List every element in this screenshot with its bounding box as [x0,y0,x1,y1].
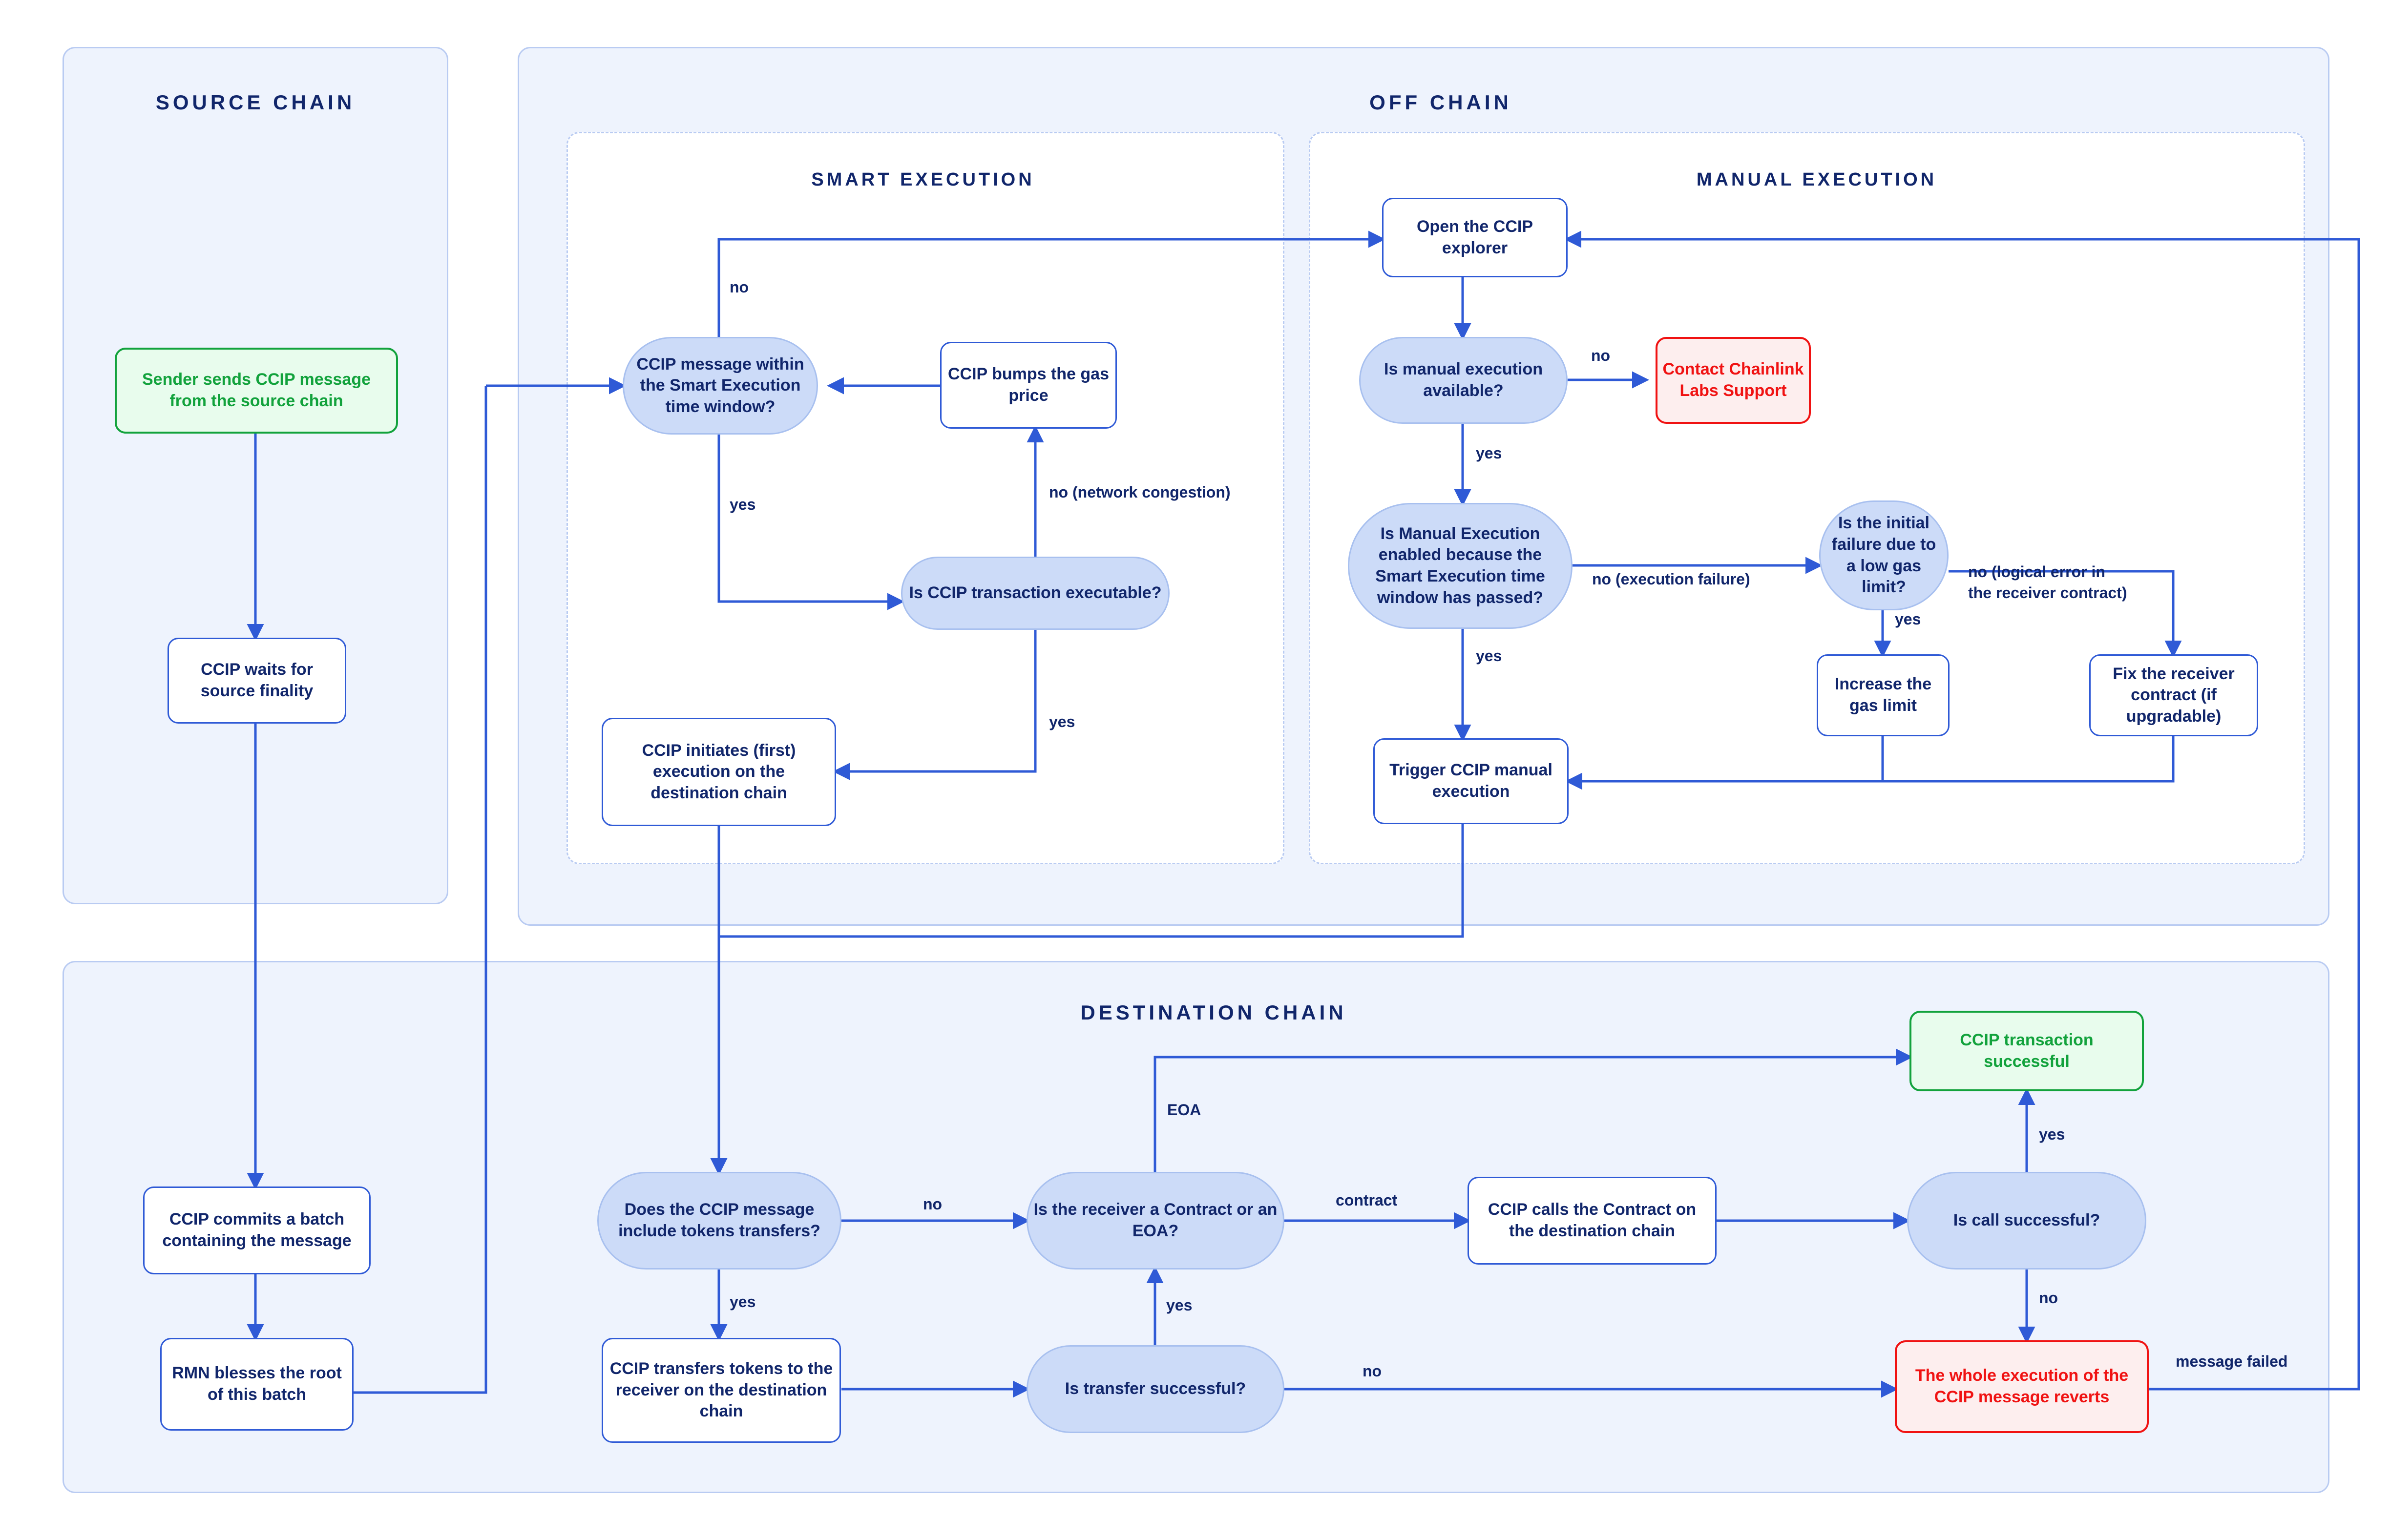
edge-label-executable-yes: yes [1049,713,1075,730]
edge-label-window-no: no [730,278,749,296]
edge-label-tokens-no: no [923,1195,943,1213]
node-is-manual-execution-enabled[interactable]: Is Manual Execution enabled because the … [1348,503,1573,629]
node-is-ccip-transaction-executable[interactable]: Is CCIP transaction executable? [901,557,1170,630]
edge-label-receiver-eoa: EOA [1167,1101,1201,1119]
node-is-call-successful[interactable]: Is call successful? [1907,1172,2146,1269]
edge-label-manual-available-yes: yes [1476,444,1502,462]
node-is-transfer-successful[interactable]: Is transfer successful? [1027,1345,1284,1433]
edge-label-transfer-yes: yes [1166,1296,1193,1314]
edge-label-manual-enabled-yes: yes [1476,647,1502,665]
edge-label-manual-enabled-no: no (execution failure) [1592,570,1750,588]
node-ccip-initiates-execution[interactable]: CCIP initiates (first) execution on the … [602,718,836,826]
edge-label-failure-yes: yes [1895,610,1921,628]
node-does-message-include-token-transfers[interactable]: Does the CCIP message include tokens tra… [597,1172,841,1269]
edge-label-message-failed: message failed [2176,1353,2288,1370]
edge-label-call-yes: yes [2039,1125,2065,1143]
lane-source-chain-title: SOURCE CHAIN [155,91,356,114]
node-fix-receiver-contract[interactable]: Fix the receiver contract (if upgradable… [2089,654,2258,736]
node-ccip-calls-contract[interactable]: CCIP calls the Contract on the destinati… [1468,1177,1717,1265]
edge-label-tokens-yes: yes [730,1293,756,1311]
node-rmn-blesses-root[interactable]: RMN blesses the root of this batch [160,1338,354,1431]
node-ccip-message-reverts[interactable]: The whole execution of the CCIP message … [1895,1340,2149,1433]
edge-label-executable-no: no (network congestion) [1049,483,1231,501]
node-ccip-transfers-tokens[interactable]: CCIP transfers tokens to the receiver on… [602,1338,841,1443]
edge-label-call-no: no [2039,1289,2058,1307]
edge-label-receiver-contract: contract [1336,1191,1398,1209]
node-is-initial-failure-low-gas-limit[interactable]: Is the initial failure due to a low gas … [1819,500,1949,610]
lane-destination-chain-title: DESTINATION CHAIN [1080,1001,1347,1024]
lane-off-chain-title: OFF CHAIN [1369,91,1512,114]
edge-label-manual-available-no: no [1591,347,1611,364]
node-contact-chainlink-labs-support[interactable]: Contact Chainlink Labs Support [1656,337,1811,424]
node-is-receiver-contract-or-eoa[interactable]: Is the receiver a Contract or an EOA? [1027,1172,1284,1269]
node-ccip-bumps-gas-price[interactable]: CCIP bumps the gas price [940,342,1117,429]
node-trigger-ccip-manual-execution[interactable]: Trigger CCIP manual execution [1373,738,1569,824]
node-is-manual-execution-available[interactable]: Is manual execution available? [1359,337,1568,424]
node-sender-sends-message[interactable]: Sender sends CCIP message from the sourc… [115,348,398,434]
node-open-ccip-explorer[interactable]: Open the CCIP explorer [1382,198,1568,277]
edge-label-failure-no: no (logical error in the receiver contra… [1968,563,2127,602]
sublane-smart-execution-title: SMART EXECUTION [811,169,1035,190]
sublane-manual-execution-title: MANUAL EXECUTION [1696,169,1937,190]
edge-label-window-yes: yes [730,496,756,513]
node-ccip-commits-batch[interactable]: CCIP commits a batch containing the mess… [143,1186,371,1274]
edge-label-transfer-no: no [1363,1362,1382,1380]
node-within-smart-execution-window[interactable]: CCIP message within the Smart Execution … [623,337,818,435]
node-ccip-waits-finality[interactable]: CCIP waits for source finality [168,638,346,724]
lane-source-chain [63,47,448,904]
node-increase-gas-limit[interactable]: Increase the gas limit [1817,654,1950,736]
node-ccip-transaction-successful[interactable]: CCIP transaction successful [1909,1011,2144,1091]
